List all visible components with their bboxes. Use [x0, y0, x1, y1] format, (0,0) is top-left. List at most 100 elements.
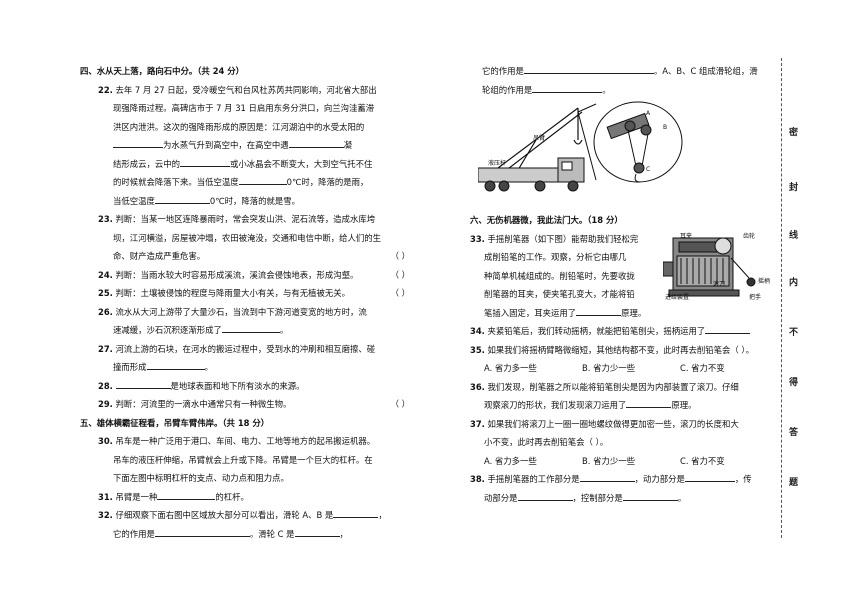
option-b[interactable]: B. 省力少一些 [582, 363, 635, 373]
section-6-title: 六、无伤机器微，我此法门大。（18 分） [470, 215, 623, 225]
side-char: 不 [789, 328, 799, 338]
blank[interactable] [113, 136, 163, 148]
crane-figure [478, 101, 683, 192]
label-boom: 吊臂 [533, 135, 546, 142]
blank[interactable] [579, 470, 635, 482]
section-4-title: 四、水从天上落，路向石中分。（共 24 分） [80, 66, 245, 76]
q33-line1: 33. 手摇削笔器（如下图）能帮助我们轻松完 [470, 233, 639, 244]
blank[interactable] [576, 304, 622, 316]
blank[interactable] [288, 136, 344, 148]
label-hydraulic-rod: 液压杆 [488, 160, 507, 167]
option-c[interactable]: C. 省力不变 [680, 455, 725, 466]
q31: 31. 吊臂是一种的杠杆。 [80, 488, 410, 507]
q30-line3: 下面左图中标明杠杆的支点、动力点和阻力点。 [113, 473, 289, 483]
q27-line1: 27. 河流上游的石块，在河水的搬运过程中，受到水的冲刷和相互磨擦、碰 [98, 343, 376, 354]
q22-line5: 结形成云，云中的或小冰晶会不断变大，大到空气托不住 [80, 155, 410, 174]
q32-line1: 32. 仔细观察下面右图中区域放大部分可以看出，滑轮 A、B 是， [80, 506, 410, 525]
sharpener-figure [663, 237, 756, 297]
q38-line2: 动部分是，控制部分是。 [470, 489, 770, 508]
section-5-title: 五、雄体横霸征程看，吊臂车臂伟岸。（共 18 分） [80, 417, 270, 428]
q22-line1: 22. 去年 7 月 27 日起，受冷暖空气和台风杜苏芮共同影响，河北省大部出 [98, 84, 377, 95]
q27-line2: 撞而形成。 [80, 358, 410, 377]
blank[interactable] [517, 489, 573, 501]
q22-line4: 为水蒸气升到高空中，在高空中遇凝 [80, 136, 410, 155]
side-char: 密 [789, 128, 799, 138]
q32-cont-line1: 它的作用是。A、B、C 组成滑轮组，滑 [470, 62, 770, 81]
option-a[interactable]: A. 省力多一些 [484, 363, 537, 373]
q38-line1: 38. 手摇削笔器的工作部分是，动力部分是，传 [470, 470, 770, 489]
q24: 24. 判断：当雨水较大时容易形成溪流，溪流会侵蚀地表，形成沟壑。（ ） [80, 266, 410, 285]
q35: 35. 如果我们将摇柄臂略微缩短，其他结构都不变，此时再去削铅笔会（ ）。 [470, 344, 754, 355]
side-char: 答 [789, 428, 799, 438]
label-ear-clip: 耳夹 [680, 233, 693, 240]
label-pulley-a: A [646, 110, 651, 117]
answer-paren[interactable]: （ ） [390, 399, 410, 409]
q23-line2: 坝，江河横溢，房屋被冲塌，农田被淹没，交通和电信中断，给人们的生 [113, 232, 381, 243]
option-b[interactable]: B. 省力少一些 [582, 455, 635, 466]
label-pulley-b: B [663, 124, 668, 131]
answer-paren[interactable]: （ ） [390, 251, 410, 261]
answer-paren[interactable]: （ ） [390, 269, 410, 280]
label-crank: 摇柄 [758, 278, 771, 285]
left-column: 四、水从天上落，路向石中分。（共 24 分） 22. 去年 7 月 27 日起，… [80, 62, 410, 543]
q33-line4: 削笔器的耳夹，使夹笔孔变大，才能将铅 [484, 289, 635, 299]
blank[interactable] [684, 470, 735, 482]
q37-options: A. 省力多一些 B. 省力少一些 C. 省力不变 [470, 452, 770, 471]
label-blade: 滚刀 [713, 281, 726, 288]
binding-line [781, 58, 782, 538]
label-gear: 齿轮 [743, 233, 756, 240]
option-c[interactable]: C. 省力不变 [680, 363, 725, 373]
q34: 34. 夹紧铅笔后，我们转动摇柄，就能把铅笔刨尖，摇柄运用了 [470, 322, 770, 341]
side-char: 题 [789, 478, 799, 488]
pulley-zoom [577, 101, 683, 183]
q22-line2: 现强降雨过程。高碑店市于 7 月 31 日启用东务分洪口，向兰沟洼蓄滞 [113, 103, 375, 113]
blank[interactable] [154, 192, 210, 204]
q32-cont-line2: 轮组的作用是。 [470, 81, 770, 100]
option-a[interactable]: A. 省力多一些 [484, 455, 537, 466]
label-handle: 把手 [749, 294, 762, 301]
blank[interactable] [154, 525, 250, 537]
blank[interactable] [221, 321, 280, 333]
q33-line3: 种简单机械组成的。削铅笔时，先要收拢 [484, 270, 635, 281]
q33-line2: 成削铅笔的工作。观察，分析它由哪几 [484, 252, 627, 262]
blank[interactable] [523, 62, 654, 74]
blank[interactable] [532, 81, 603, 93]
q37-line2: 小不变，此时再去削铅笔会（ ）。 [484, 437, 609, 447]
answer-paren[interactable]: （ ） [390, 288, 410, 298]
q33-line5: 笔插入固定，耳夹运用了原理。 [470, 304, 770, 323]
q26-line1: 26. 流水从大河上游带了大量沙石，当流到中下游河道变宽的地方时，流 [98, 306, 367, 317]
q32-line2: 它的作用是。滑轮 C 是， [80, 525, 410, 544]
crane-truck [478, 157, 585, 192]
q23-line1: 23. 判断：当某一地区连降暴雨时，常会突发山洪、泥石流等，造成水库垮 [98, 214, 376, 224]
blank[interactable] [705, 322, 751, 334]
blank[interactable] [180, 155, 230, 167]
q37-line1: 37. 如果我们将滚刀上一圈一圈地螺纹做得更加密一些，滚刀的长度和大 [470, 418, 739, 429]
side-char: 内 [789, 278, 799, 288]
blank[interactable] [294, 525, 340, 537]
blank[interactable] [333, 506, 379, 518]
side-char: 线 [789, 231, 799, 241]
q29: 29. 判断：河流里的一滴水中通常只有一种微生物。（ ） [80, 395, 410, 414]
blank[interactable] [146, 358, 205, 370]
blank[interactable] [115, 377, 171, 389]
q35-options: A. 省力多一些 B. 省力少一些 C. 省力不变 [470, 359, 770, 378]
side-char: 封 [789, 183, 799, 193]
q23-line3: 命、财产造成严重危害。（ ） [80, 247, 410, 266]
q22-line3: 洪区内泄洪。这次的强降雨形成的原因是：江河湖泊中的水受太阳的 [113, 121, 365, 132]
blank[interactable] [626, 396, 672, 408]
blank[interactable] [238, 173, 287, 185]
q36-line2: 观察滚刀的形状，我们发现滚刀运用了原理。 [470, 396, 770, 415]
q28: 28. 是地球表面和地下所有淡水的来源。 [80, 377, 410, 396]
right-column: 它的作用是。A、B、C 组成滑轮组，滑 轮组的作用是。 [470, 62, 770, 99]
side-char: 得 [789, 378, 799, 388]
label-pulley-c: C [646, 166, 651, 173]
blank[interactable] [622, 489, 678, 501]
label-feed-device: 进给装置 [665, 294, 690, 301]
q25: 25. 判断：土壤被侵蚀的程度与降雨量大小有关，与有无植被无关。（ ） [80, 284, 410, 303]
blank[interactable] [157, 488, 216, 500]
q30-line2: 吊车的液压杆伸缩，吊臂就会上升或下降。吊臂是一个巨大的杠杆。在 [113, 454, 373, 465]
q36-line1: 36. 我们发现，削笔器之所以能将铅笔刨尖是因为内部装置了滚刀。仔细 [470, 381, 739, 392]
